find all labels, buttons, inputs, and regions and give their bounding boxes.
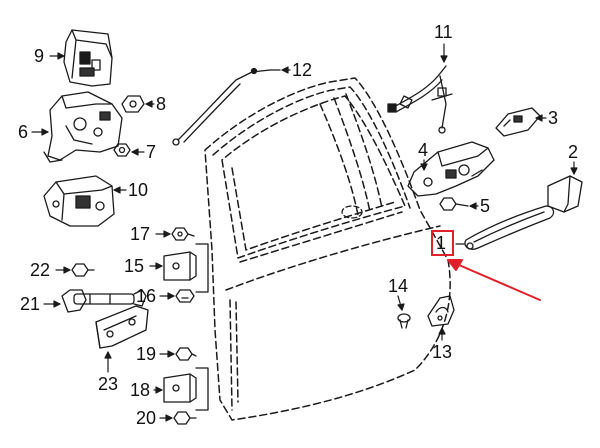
callout-11: 11 [434,22,453,42]
callout-22: 22 [30,260,51,280]
part-13-striker [427,295,455,327]
part-9-handle-bracket [63,29,113,87]
part-19-bolt [175,347,197,361]
callout-4: 4 [418,140,429,160]
callout-20: 20 [136,408,157,428]
callout-12: 12 [292,60,313,80]
part-10-lock-module [43,175,115,227]
part-6-latch [43,91,123,163]
callout-8: 8 [156,94,167,114]
callout-23: 23 [98,374,119,394]
part-4-handle-frame [407,141,495,197]
callout-21: 21 [20,294,41,314]
part-22-bolt [71,263,95,277]
part-11-cable [387,65,453,134]
door-outline [204,77,451,421]
red-pointer-arrow [447,259,541,301]
callout-18: 18 [130,380,151,400]
part-1-outside-handle [464,205,555,250]
part-16-bolt [175,289,195,303]
callout-5: 5 [480,196,491,216]
callout-1: 1 [436,233,447,253]
door-hole [341,205,363,219]
callout-19: 19 [136,344,157,364]
callout-2: 2 [568,142,579,162]
callout-16: 16 [136,286,157,306]
part-20-bolt [173,411,197,425]
part-14-bolt [397,313,411,329]
leader-lines [31,43,578,422]
callout-6: 6 [18,122,29,142]
part-3-cap [495,107,541,137]
callout-14: 14 [388,276,409,296]
part-5-screw [439,197,469,211]
part-15-upper-hinge [163,243,209,293]
callout-10: 10 [128,180,149,200]
part-7-nut [113,143,131,157]
part-18-lower-hinge [163,367,209,411]
part-8-grommet [121,95,145,113]
callout-17: 17 [130,224,151,244]
part-17-bolt [171,227,195,241]
callout-13: 13 [432,342,453,362]
part-2-end-cap [547,175,583,213]
callout-15: 15 [124,256,145,276]
part-21-door-check [61,289,147,313]
callout-3: 3 [548,108,559,128]
part-23-bracket [95,305,149,349]
callout-1-highlight-box [431,230,454,256]
callout-7: 7 [146,142,157,162]
callout-9: 9 [34,46,45,66]
part-12-cable [172,67,281,146]
